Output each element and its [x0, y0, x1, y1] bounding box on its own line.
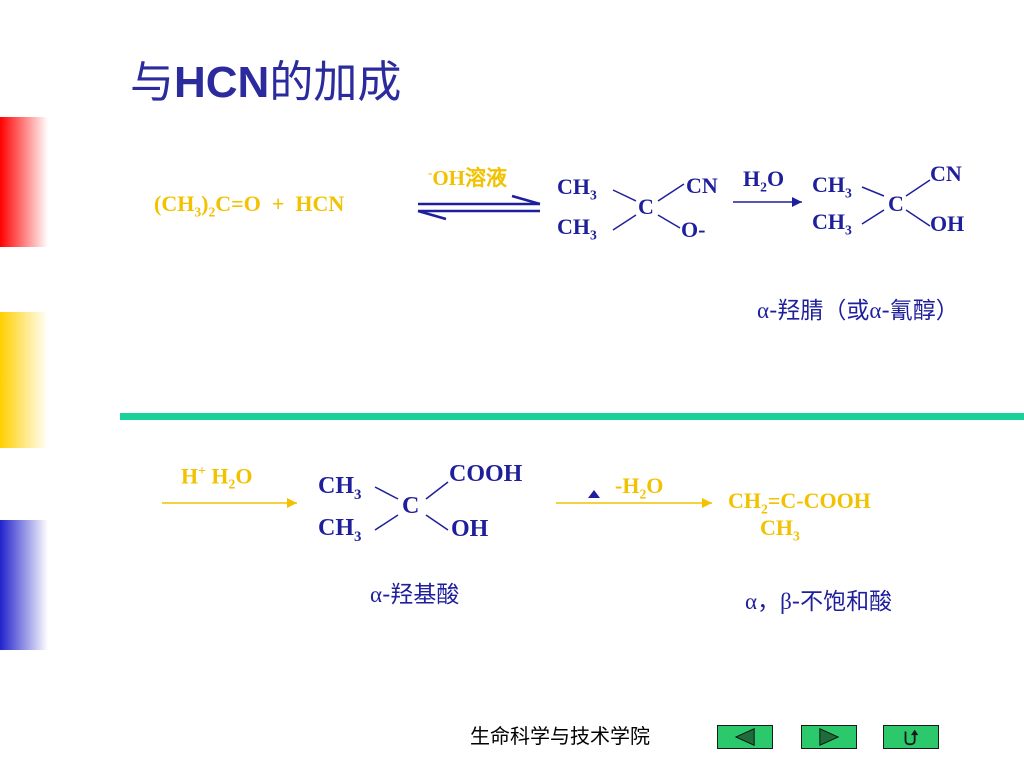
acid-carbon: C — [402, 493, 420, 519]
unsaturated-acid-formula: CH2=C-COOH — [728, 488, 871, 517]
prev-triangle-icon — [734, 728, 755, 746]
unsaturated-acid-methyl: CH3 — [760, 515, 800, 544]
catalyst-label: -OH溶液 — [428, 165, 508, 190]
hydroxynitrile-name: α-羟腈（或α-氰醇） — [757, 298, 959, 324]
decor-bar-red — [0, 117, 48, 247]
section-divider — [120, 413, 1024, 420]
acid-ch3-top: CH3 — [318, 473, 362, 503]
triangle-heat-icon — [587, 486, 601, 504]
hydroxy-acid-name: α-羟基酸 — [370, 582, 460, 608]
product-ch3-top: CH3 — [812, 172, 852, 201]
intermediate-o-minus: O- — [681, 217, 706, 242]
prev-slide-button[interactable] — [717, 725, 773, 749]
next-slide-button[interactable] — [801, 725, 857, 749]
footer-college-name: 生命科学与技术学院 — [470, 724, 650, 748]
product-ch3-bottom: CH3 — [812, 209, 852, 238]
next-triangle-icon — [819, 728, 840, 746]
intermediate-carbon: C — [638, 194, 654, 219]
page-title: 与HCN的加成 — [130, 57, 402, 108]
intermediate-ch3-bottom: CH3 — [557, 214, 597, 243]
intermediate-ch3-top: CH3 — [557, 174, 597, 203]
dehydration-label: -H2O — [615, 473, 664, 502]
return-button[interactable] — [883, 725, 939, 749]
acid-ch3-bottom: CH3 — [318, 515, 362, 545]
hydrolysis-reagent: H2O — [743, 166, 785, 195]
acid-oh: OH — [451, 516, 489, 542]
unsaturated-acid-name: α，β-不饱和酸 — [745, 589, 893, 615]
intermediate-cn: CN — [686, 173, 718, 198]
product-cn: CN — [930, 161, 962, 186]
acid-hydrolysis-reagent: H+ H2O — [181, 463, 253, 492]
decor-bar-blue — [0, 520, 48, 650]
product-carbon: C — [888, 191, 904, 216]
decor-bar-yellow — [0, 312, 48, 448]
acid-cooh: COOH — [449, 461, 523, 487]
return-arrow-icon — [904, 729, 919, 746]
product-oh: OH — [930, 211, 965, 236]
reactant-formula: (CH3)2C=O + HCN — [154, 191, 345, 220]
